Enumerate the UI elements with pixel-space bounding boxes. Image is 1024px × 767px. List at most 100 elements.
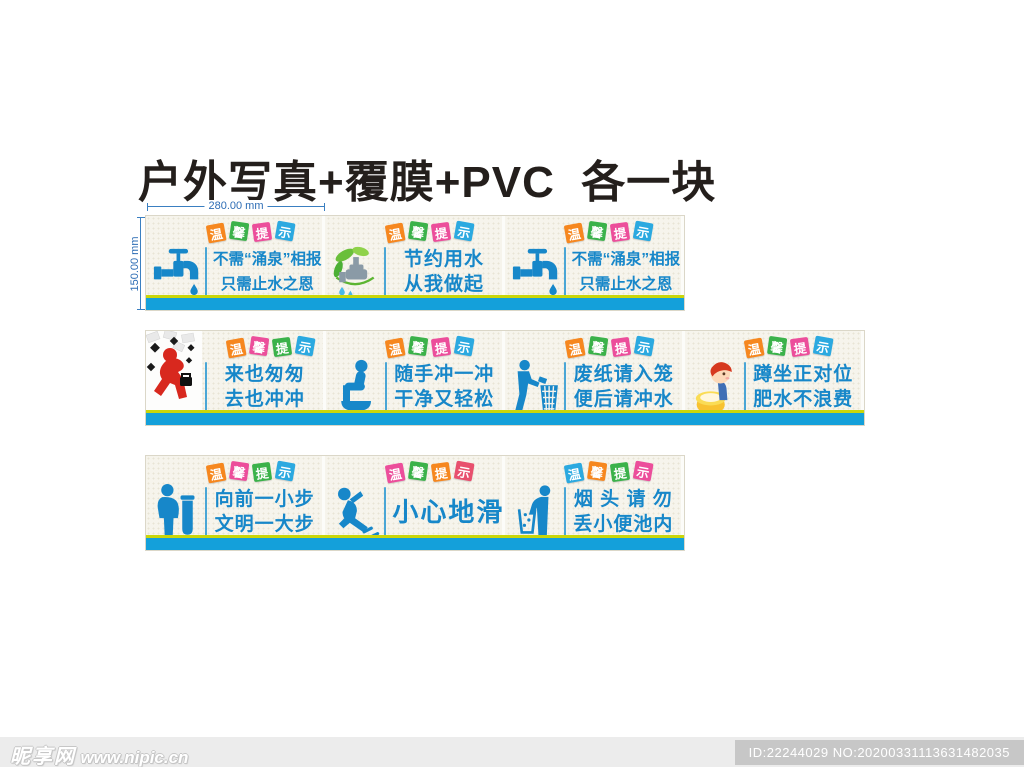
badge-tile: 馨: [228, 220, 249, 242]
panel-flush-hurry: 温 馨 提 示 来也匆匆 去也冲冲: [146, 331, 326, 425]
throw-paper-in-basket-icon: [511, 359, 561, 415]
slogan-line1: 小心地滑: [392, 497, 505, 527]
badge-tile: 温: [564, 462, 585, 484]
badge-tile: 示: [453, 460, 475, 482]
badge-tile: 提: [610, 336, 631, 358]
badge-tile: 馨: [407, 220, 429, 242]
badge-tile: 馨: [407, 460, 429, 482]
slipping-person-icon: [331, 485, 381, 539]
bar-blue-stripe: [146, 298, 684, 310]
divider: [563, 247, 566, 297]
panel-save-water: 温 馨 提 示: [325, 216, 505, 310]
warm-tip-badge: 温 馨 提 示: [162, 460, 322, 484]
warm-tip-badge: 温 馨 提 示: [341, 220, 501, 244]
badge-tile: 提: [610, 461, 631, 483]
slogan-text: 蹲坐正对位 肥水不浪费: [752, 362, 856, 412]
badge-tile: 提: [271, 336, 292, 358]
badge-tile: 温: [384, 222, 406, 244]
slogan-line2: 文明一大步: [214, 514, 315, 535]
watermark-site-name: 昵享网: [10, 746, 76, 767]
bar-blue-stripe: [146, 538, 684, 550]
badge-tile: 示: [453, 220, 475, 242]
warm-tip-badge: 温 馨 提 示: [162, 220, 322, 244]
slogan-line1: 向前一小步: [214, 489, 315, 510]
badge-tile: 馨: [408, 335, 429, 357]
watermark-id-text: ID:22244029 NO:20200331113631482035: [734, 740, 1024, 765]
person-on-toilet-icon: [332, 359, 382, 415]
badge-tile: 温: [564, 337, 586, 359]
slogan-text: 来也匆匆 去也冲冲: [213, 362, 317, 412]
warm-tip-badge: 温 馨 提 示: [701, 335, 862, 359]
badge-tile: 提: [430, 221, 452, 243]
slogan-line2: 干净又轻松: [394, 389, 495, 410]
divider: [563, 487, 566, 537]
slogan-line2: 从我做起: [403, 274, 484, 295]
slogan-line1: 废纸请入笼: [573, 364, 674, 385]
slogan-line2: 肥水不浪费: [753, 389, 854, 410]
panel-color-bar: [146, 535, 684, 550]
slogan-line1: 不需“涌泉”相报: [571, 251, 681, 268]
watermark-logo: 昵享网 www.nipic.cn: [10, 740, 188, 767]
watermark-bar: 昵享网 www.nipic.cn ID:22244029 NO:20200331…: [0, 737, 1024, 767]
slogan-text: 废纸请入笼 便后请冲水: [572, 362, 676, 412]
sign-row-3: 温 馨 提 示 向前一小步 文明一大步: [145, 455, 685, 551]
badge-tile: 示: [274, 460, 296, 482]
badge-tile: 示: [453, 335, 475, 357]
panel-color-bar: [146, 410, 864, 425]
bar-yellow-stripe: [146, 295, 684, 298]
watermark-site-url: www.nipic.cn: [80, 748, 189, 767]
badge-tile: 提: [431, 336, 452, 358]
badge-tile: 示: [812, 335, 834, 357]
width-dimension-label: 280.00 mm: [204, 200, 268, 212]
badge-tile: 提: [610, 221, 631, 243]
slogan-line1: 烟 头 请 勿: [573, 489, 673, 510]
drop-cigarette-in-urinal-icon: [511, 484, 561, 540]
badge-tile: 馨: [587, 335, 609, 357]
divider: [384, 487, 387, 537]
bar-yellow-stripe: [146, 410, 864, 413]
slogan-line1: 节约用水: [403, 249, 484, 270]
badge-tile: 示: [633, 220, 654, 242]
warm-tip-badge: 温 馨 提 示: [342, 335, 503, 359]
slogan-text: 小心地滑: [392, 487, 505, 537]
panel-paper-basket: 温 馨 提 示: [505, 331, 685, 425]
panel-step-forward: 温 馨 提 示 向前一小步 文明一大步: [146, 456, 326, 550]
warm-tip-badge: 温 馨 提 示: [341, 460, 501, 484]
slogan-text: 随手冲一冲 干净又轻松: [393, 362, 497, 412]
warm-tip-badge: 温 馨 提 示: [182, 335, 323, 359]
slogan-line2: 只需止水之恩: [220, 276, 314, 293]
eco-faucet-leaves-image: [331, 244, 381, 300]
slogan-text: 向前一小步 文明一大步: [213, 487, 316, 537]
slogan-text: 烟 头 请 勿 丢小便池内: [572, 487, 675, 537]
page-title: 户外写真+覆膜+PVC 各一块: [138, 158, 717, 207]
slogan-line2: 只需止水之恩: [579, 276, 673, 293]
badge-tile: 提: [790, 336, 811, 358]
panel-no-cigarette-butts: 温 馨 提 示 烟 头 请 勿: [505, 456, 684, 550]
badge-tile: 示: [294, 335, 316, 357]
cartoon-boy-on-toilet-image: [691, 358, 741, 416]
bar-yellow-stripe: [146, 535, 684, 538]
badge-tile: 温: [205, 462, 227, 484]
badge-tile: 馨: [767, 335, 788, 357]
faucet-icon: [152, 245, 202, 299]
badge-tile: 提: [430, 461, 452, 483]
width-dimension-line: 280.00 mm: [147, 200, 325, 212]
divider: [205, 247, 207, 297]
warm-tip-badge: 温 馨 提 示: [521, 460, 681, 484]
badge-tile: 示: [633, 460, 654, 482]
slogan-line2: 便后请冲水: [573, 389, 674, 410]
divider: [564, 362, 566, 412]
badge-tile: 提: [251, 221, 272, 243]
slogan-line2: 丢小便池内: [573, 514, 674, 535]
panel-faucet-gratitude-2: 温 馨 提 示 不需“涌泉”相报 只需: [505, 216, 684, 310]
badge-tile: 示: [274, 220, 296, 242]
badge-tile: 馨: [248, 335, 270, 357]
divider: [384, 247, 387, 297]
badge-tile: 温: [225, 337, 247, 359]
slogan-text: 不需“涌泉”相报 只需止水之恩: [572, 247, 681, 297]
badge-tile: 馨: [228, 460, 249, 482]
badge-tile: 馨: [587, 460, 608, 482]
faucet-icon: [511, 245, 561, 299]
slogan-line1: 蹲坐正对位: [753, 364, 854, 385]
